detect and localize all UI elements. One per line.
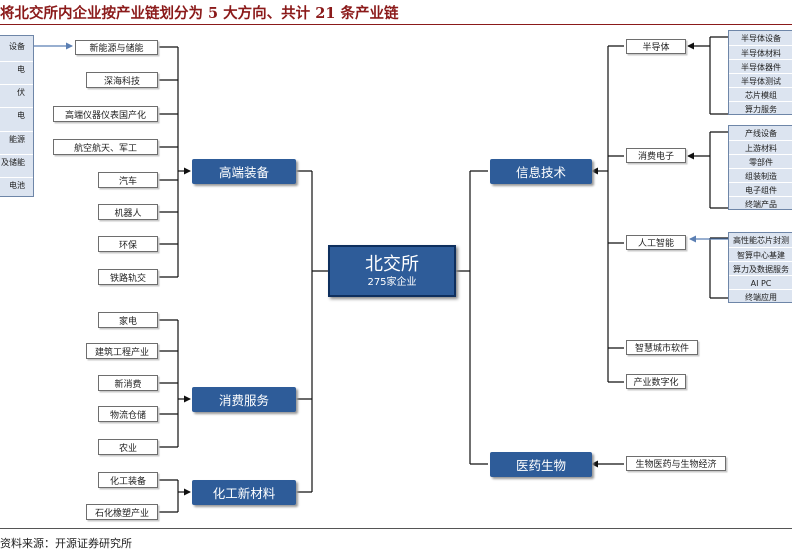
tree-info	[607, 45, 624, 383]
bracket-chemical	[158, 479, 179, 513]
left-panel-item: 电	[0, 61, 33, 76]
sub-item: 组装制造	[729, 168, 792, 183]
left-panel-item: 设备	[9, 42, 25, 51]
chain-new-consumption: 新消费	[98, 375, 158, 391]
chain-env: 环保	[98, 236, 158, 252]
chain-semiconductor: 半导体	[626, 39, 686, 54]
direction-info: 信息技术	[490, 159, 592, 184]
chain-new-energy: 新能源与储能	[75, 40, 158, 55]
left-panel-item: 电池	[0, 177, 33, 192]
sub-item: 终端产品	[729, 196, 792, 211]
direction-consumer: 消费服务	[192, 387, 296, 412]
sub-item: 半导体设备	[741, 34, 781, 43]
sub-item: 智算中心基建	[729, 247, 792, 262]
left-sub-panel: 设备 电 伏 电 能源 及储能 电池	[0, 35, 34, 197]
left-panel-item: 能源	[0, 131, 33, 146]
tree-right	[456, 170, 488, 465]
chain-agriculture: 农业	[98, 439, 158, 455]
chain-digitalization: 产业数字化	[626, 374, 686, 389]
chain-logistics: 物流仓储	[98, 406, 158, 422]
sub-item: 高性能芯片封测	[733, 236, 789, 245]
chain-chem-equipment: 化工装备	[98, 472, 158, 488]
sub-item: AI PC	[729, 275, 792, 290]
sub-item: 算力服务	[729, 101, 792, 116]
chain-robot: 机器人	[98, 204, 158, 220]
chain-instruments: 高端仪器仪表国产化	[53, 106, 158, 122]
direction-chemical: 化工新材料	[192, 480, 296, 505]
bracket-semiconductor	[709, 36, 728, 115]
sub-item: 上游材料	[729, 140, 792, 155]
sub-item: 半导体器件	[729, 59, 792, 74]
sub-item: 半导体材料	[729, 45, 792, 60]
chain-consumer-electronics: 消费电子	[626, 148, 686, 163]
bracket-consumer	[158, 319, 179, 448]
chain-ai: 人工智能	[626, 235, 686, 250]
bracket-ai	[709, 237, 728, 299]
left-panel-item: 伏	[0, 84, 33, 99]
source-note: 资料来源：开源证券研究所	[0, 537, 132, 550]
consumer-electronics-sub-panel: 产线设备 上游材料 零部件 组装制造 电子组件 终端产品	[728, 125, 792, 210]
chain-biomed: 生物医药与生物经济	[626, 456, 726, 471]
chain-petrochem: 石化橡塑产业	[86, 504, 158, 520]
sub-item: 产线设备	[745, 129, 777, 138]
direction-high-end: 高端装备	[192, 159, 296, 184]
center-subtitle: 275家企业	[367, 276, 417, 288]
center-node: 北交所 275家企业	[328, 245, 456, 297]
title-divider	[0, 24, 792, 25]
sub-item: 算力及数据服务	[729, 261, 792, 276]
sub-item: 电子组件	[729, 182, 792, 197]
sub-item: 芯片模组	[729, 87, 792, 102]
sub-item: 半导体测试	[729, 73, 792, 88]
bracket-consumer-electronics	[709, 131, 728, 209]
semiconductor-sub-panel: 半导体设备 半导体材料 半导体器件 半导体测试 芯片模组 算力服务	[728, 30, 792, 115]
direction-medical: 医药生物	[490, 452, 592, 477]
bracket-high-end	[158, 46, 179, 278]
ai-sub-panel: 高性能芯片封测 智算中心基建 算力及数据服务 AI PC 终端应用	[728, 232, 792, 303]
sub-item: 终端应用	[729, 289, 792, 304]
left-panel-item: 及储能	[0, 154, 33, 169]
source-divider	[0, 528, 792, 529]
chain-smart-city: 智慧城市软件	[626, 340, 698, 355]
chain-aerospace: 航空航天、军工	[53, 139, 158, 155]
chain-construction: 建筑工程产业	[86, 343, 158, 359]
chain-rail: 铁路轨交	[98, 269, 158, 285]
chain-auto: 汽车	[98, 172, 158, 188]
left-panel-item: 电	[0, 107, 33, 122]
center-title: 北交所	[365, 253, 419, 275]
chain-deep-sea: 深海科技	[86, 72, 158, 88]
chain-appliance: 家电	[98, 312, 158, 328]
sub-item: 零部件	[729, 154, 792, 169]
tree-left	[296, 170, 328, 493]
page-title: 将北交所内企业按产业链划分为 5 大方向、共计 21 条产业链	[0, 5, 399, 22]
